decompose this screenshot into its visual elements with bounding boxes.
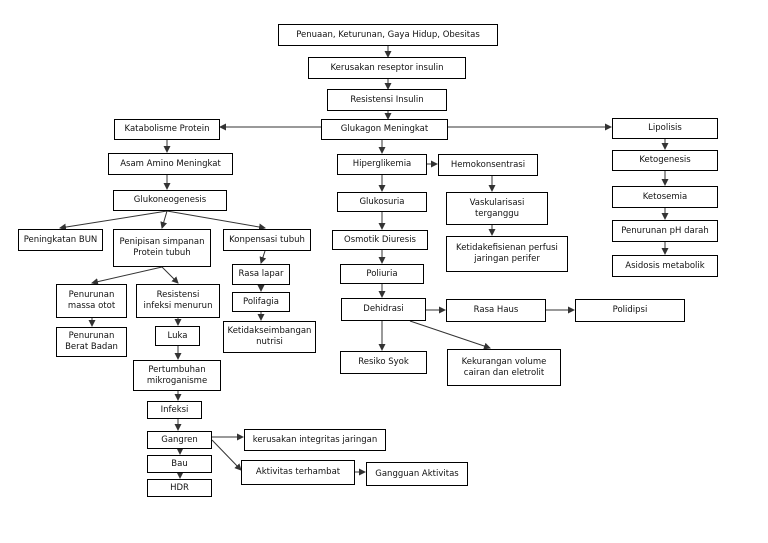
node-protein-catabolism: Katabolisme Protein (114, 119, 220, 140)
node-activity-disorder: Gangguan Aktivitas (366, 462, 468, 486)
node-fluid-deficit: Kekurangan volume cairan dan eletrolit (447, 349, 561, 386)
node-polyphagia: Polifagia (232, 292, 290, 312)
node-ketogenesis: Ketogenesis (612, 150, 718, 171)
node-infection-resistance: Resistensi infeksi menurun (136, 284, 220, 318)
node-body-compensation: Konpensasi tubuh (223, 229, 311, 251)
connector-arrow-21 (211, 439, 242, 471)
node-protein-depletion: Penipisan simpanan Protein tubuh (113, 229, 211, 267)
connector-arrow-12 (161, 266, 179, 284)
node-receptor-damage: Kerusakan reseptor insulin (308, 57, 466, 79)
node-hemoconcentration: Hemokonsentrasi (438, 154, 538, 176)
node-hyperglycemia: Hiperglikemia (337, 154, 427, 175)
node-insulin-resistance: Resistensi Insulin (327, 89, 447, 111)
node-glucagon: Glukagon Meningkat (321, 119, 448, 140)
connector-arrow-9 (160, 210, 168, 229)
connector-arrow-32 (409, 320, 491, 350)
node-gluconeogenesis: Glukoneogenesis (113, 190, 227, 211)
node-activity-impaired: Aktivitas terhambat (241, 460, 355, 485)
connector-arrow-11 (91, 266, 163, 286)
node-shock-risk: Resiko Syok (340, 351, 427, 374)
node-glucosuria: Glukosuria (337, 192, 427, 212)
node-osmotic-diuresis: Osmotik Diuresis (332, 230, 428, 250)
connector-arrow-8 (59, 210, 168, 231)
node-infection: Infeksi (147, 401, 202, 419)
node-bun-increase: Peningkatan BUN (18, 229, 103, 251)
node-hunger: Rasa lapar (232, 264, 290, 285)
node-causes: Penuaan, Keturunan, Gaya Hidup, Obesitas (278, 24, 498, 46)
node-odor: Bau (147, 455, 212, 473)
node-muscle-loss: Penurunan massa otot (56, 284, 127, 318)
node-dehydration: Dehidrasi (341, 298, 426, 321)
node-hdr: HDR (147, 479, 212, 497)
connector-arrow-23 (259, 250, 267, 264)
node-tissue-integrity: kerusakan integritas jaringan (244, 429, 386, 451)
node-ph-decrease: Penurunan pH darah (612, 220, 718, 242)
node-nutrition-imbalance: Ketidakseimbangan nutrisi (223, 321, 316, 353)
connector-arrow-10 (166, 210, 266, 231)
node-microorganism-growth: Pertumbuhan mikroganisme (133, 360, 221, 391)
node-vascularization: Vaskularisasi terganggu (446, 192, 548, 225)
node-polyuria: Poliuria (340, 264, 424, 284)
node-amino-acid: Asam Amino Meningkat (108, 153, 233, 175)
node-weight-loss: Penurunan Berat Badan (56, 327, 127, 357)
node-perfusion: Ketidakefisienan perfusi jaringan perife… (446, 236, 568, 272)
node-wound: Luka (155, 326, 200, 346)
node-metabolic-acidosis: Asidosis metabolik (612, 255, 718, 277)
node-gangrene: Gangren (147, 431, 212, 449)
node-ketosemia: Ketosemia (612, 186, 718, 208)
node-polydipsia: Polidipsi (575, 299, 685, 322)
node-lipolysis: Lipolisis (612, 118, 718, 139)
node-thirst: Rasa Haus (446, 299, 546, 322)
